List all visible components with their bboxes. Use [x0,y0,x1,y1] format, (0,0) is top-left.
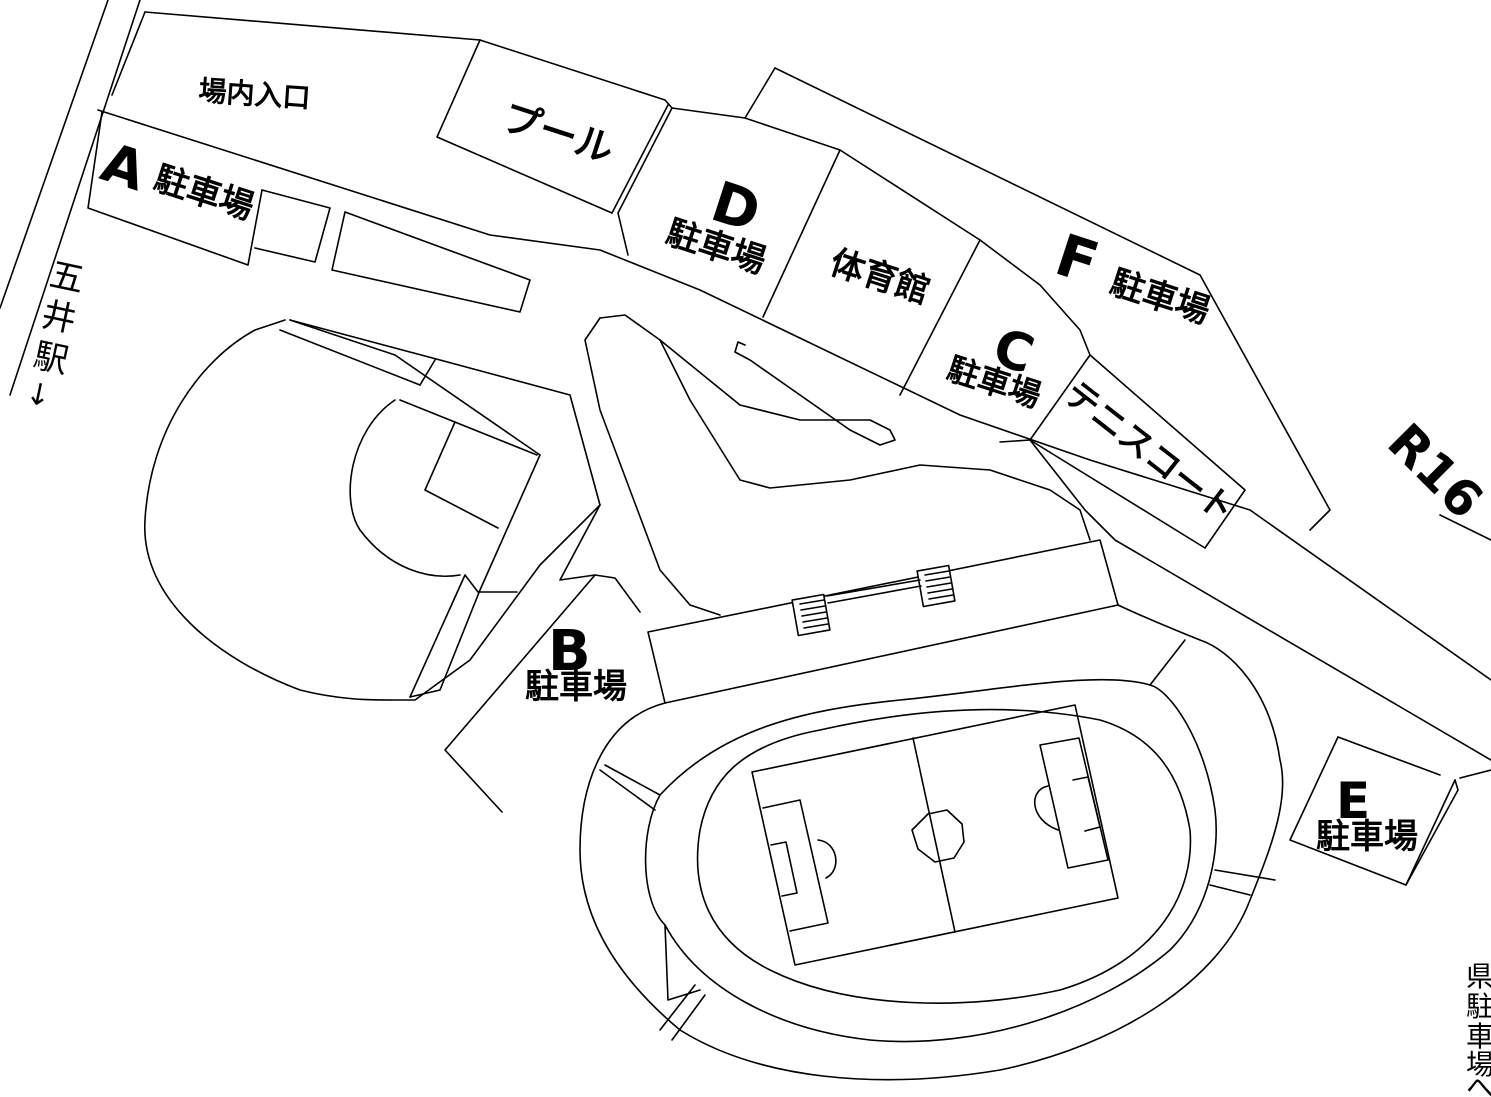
parking-e: E 駐車場 [1289,736,1456,886]
parking-b: B 駐車場 [444,504,641,813]
baseball-field [144,319,601,701]
parking-f: F 駐車場 [1048,221,1215,332]
parking-a-letter: A [94,130,153,203]
pool-label: プール [497,95,619,172]
parking-f-label: 駐車場 [1105,263,1214,333]
station-char-1: 五 [46,255,88,301]
tennis-label: テニスコート [1056,374,1241,531]
gym-label: 体育館 [825,243,934,313]
station-arrow-icon: ↓ [22,376,54,415]
parking-e-label: 駐車場 [1316,817,1418,857]
parking-a: A 駐車場 [87,111,531,313]
right-road [1405,769,1491,886]
central-paths [584,314,1091,616]
route-16-label: R16 [1377,412,1491,529]
pref-char-4: 場 [1466,1048,1491,1081]
pref-char-2: 駐 [1466,990,1491,1023]
parking-e-letter: E [1336,772,1370,830]
route-16: R16 [1377,412,1491,541]
main-stand [647,539,1119,704]
pool-building: プール [436,39,669,214]
pref-char-5: へ [1466,1071,1491,1097]
pref-char-3: 車 [1466,1020,1491,1053]
station-char-3: 駅 [30,336,72,382]
station-road [0,0,141,396]
prefectural-parking-direction: 県 駐 車 場 へ [1466,960,1491,1097]
parking-c: C 駐車場 [943,317,1091,443]
main-road [97,11,1491,761]
parking-b-label: 駐車場 [525,667,627,707]
pref-char-1: 県 [1466,960,1491,993]
parking-a-label: 駐車場 [149,159,258,229]
entrance-area: 場内入口 [111,11,312,115]
entrance-label: 場内入口 [198,74,312,115]
soccer-pitch [751,704,1119,966]
stadium [579,604,1284,1081]
station-char-2: 井 [38,295,80,341]
tennis-court: テニスコート [1029,354,1246,549]
parking-b-letter: B [548,619,591,684]
station-direction: 五 井 駅 ↓ [22,255,87,415]
parking-f-letter: F [1048,221,1107,298]
